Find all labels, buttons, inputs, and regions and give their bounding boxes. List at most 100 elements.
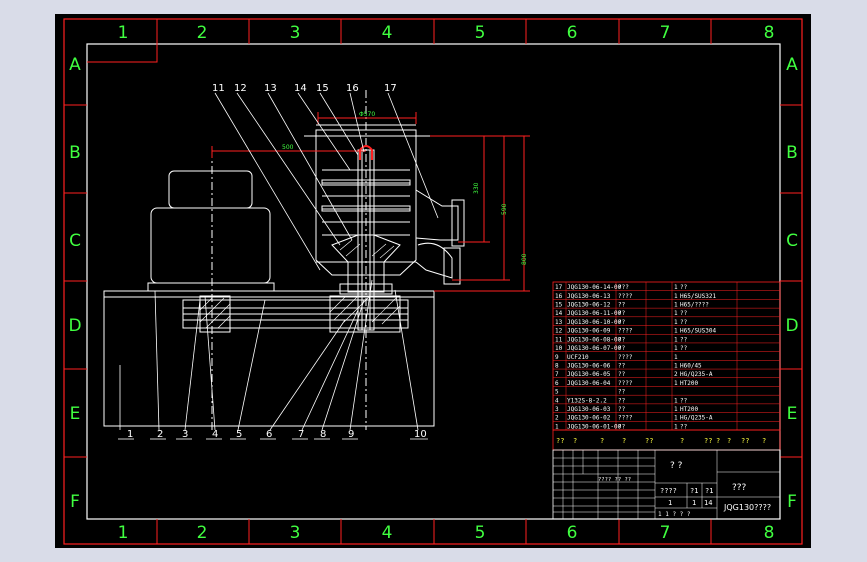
bom-qty: 1 [674, 415, 678, 422]
callout-7: 7 [298, 429, 304, 440]
row-label-right: F [787, 492, 797, 512]
bom-header-cell: ? [573, 437, 577, 445]
bom-material: H65/SUS304 [680, 328, 717, 335]
col-label-top: 5 [475, 23, 486, 43]
bom-name: ?? [618, 371, 626, 378]
bom-material: H65/???? [680, 302, 709, 309]
dim-top-width: Φ570 [359, 111, 375, 118]
disk-stack [321, 169, 411, 236]
col-label-top: 1 [118, 23, 129, 43]
bom-header-cell: ? [622, 437, 626, 445]
bom-qty: 1 [674, 362, 678, 369]
bom-material: ?? [680, 319, 688, 326]
dim-height-mid: 590 [501, 203, 508, 215]
bom-material: ?? [680, 345, 688, 352]
bom-qty: 1 [674, 406, 678, 413]
dim-height-total: 800 [521, 253, 528, 265]
bom-qty: 2 [674, 371, 678, 378]
bom-no: 12 [555, 328, 563, 335]
callout-15: 15 [316, 83, 329, 94]
bom-name: ?? [618, 345, 626, 352]
bom-code: JQG130-06-12 [567, 302, 611, 309]
callout-16: 16 [346, 83, 359, 94]
bom-header-cell: ?? [556, 437, 564, 445]
bom-header-cell: ? [727, 437, 731, 445]
bom-header-cell: ? [762, 437, 766, 445]
outlet-pipe [415, 189, 459, 241]
bom-name: ???? [618, 380, 633, 387]
bom-no: 3 [555, 406, 559, 413]
cone-bottom [331, 234, 401, 263]
callout-8: 8 [320, 429, 326, 440]
bom-header-cell: ?? [704, 437, 712, 445]
bom-qty: 1 [674, 354, 678, 361]
bom-name: ?? [618, 310, 626, 317]
main-pulley [329, 295, 401, 333]
col-label-top: 2 [197, 23, 208, 43]
motor-pulley [199, 295, 231, 333]
title-block: ? ? ??? JQG130???? ???? ?? ?? ???? ?1 ?1… [552, 449, 781, 520]
bom-code: JQG130-06-01-00 [567, 423, 622, 430]
col-label-top: 7 [660, 23, 671, 43]
bom-qty: 1 [674, 302, 678, 309]
bom-qty: 1 [674, 328, 678, 335]
bom-header-cell: ? [600, 437, 604, 445]
bom-code: JQG130-06-06 [567, 362, 611, 369]
row-label-right: E [787, 404, 798, 424]
callout-5: 5 [236, 429, 242, 440]
bom-qty: 1 [674, 336, 678, 343]
col-label-top: 6 [567, 23, 578, 43]
motor-top [168, 170, 253, 209]
title-cell: ?1 [705, 487, 713, 495]
bom-no: 14 [555, 310, 563, 317]
title-cell: ?1 [690, 487, 698, 495]
bom-material: ?? [680, 336, 688, 343]
callout-numbers: 11 12 13 14 15 16 17 1 2 3 4 5 6 7 8 9 1… [127, 83, 427, 440]
callout-6: 6 [266, 429, 272, 440]
bom-code: JQG130-06-03 [567, 406, 611, 413]
bom-name: ???? [618, 354, 633, 361]
row-label-left: F [70, 492, 80, 512]
bom-qty: 1 [674, 380, 678, 387]
drawing-title: ??? [732, 483, 747, 493]
callout-10: 10 [414, 429, 427, 440]
bom-no: 1 [555, 423, 559, 430]
bom-name: ??? [618, 284, 629, 291]
callout-2: 2 [157, 429, 163, 440]
bom-qty: 1 [674, 423, 678, 430]
title-cell: 1 [692, 499, 696, 507]
bom-header-cell: ? [716, 437, 720, 445]
bom-header-cell: ? [680, 437, 684, 445]
bom-no: 7 [555, 371, 559, 378]
bom-material: ?? [680, 310, 688, 317]
bom-material: ?? [680, 397, 688, 404]
bom-no: 13 [555, 319, 563, 326]
bom-material: HG/Q235-A [680, 415, 713, 422]
bom-material: ?? [680, 423, 688, 430]
bom-name: ???? [618, 328, 633, 335]
col-label-top: 4 [382, 23, 393, 43]
bom-material: HT200 [680, 380, 698, 387]
bom-qty: 1 [674, 345, 678, 352]
bom-no: 5 [555, 389, 559, 396]
callout-14: 14 [294, 83, 307, 94]
callout-13: 13 [264, 83, 277, 94]
col-label-top: 3 [290, 23, 301, 43]
drawing-canvas [55, 14, 811, 548]
bom-code: JQG130-06-05 [567, 371, 611, 378]
col-label-bottom: 4 [382, 523, 393, 543]
bom-no: 11 [555, 336, 563, 343]
bom-no: 2 [555, 415, 559, 422]
row-label-left: D [68, 316, 81, 336]
bom-code: JQG130-06-09 [567, 328, 611, 335]
row-label-left: B [69, 143, 81, 163]
bom-material: H65/SUS321 [680, 293, 717, 300]
bom-no: 15 [555, 302, 563, 309]
zone-ticks [64, 19, 802, 544]
bom-material: ?? [680, 284, 688, 291]
row-label-left: E [70, 404, 81, 424]
frame-tab [87, 44, 158, 63]
bom-qty: 1 [674, 397, 678, 404]
title-cell: 14 [704, 499, 712, 507]
